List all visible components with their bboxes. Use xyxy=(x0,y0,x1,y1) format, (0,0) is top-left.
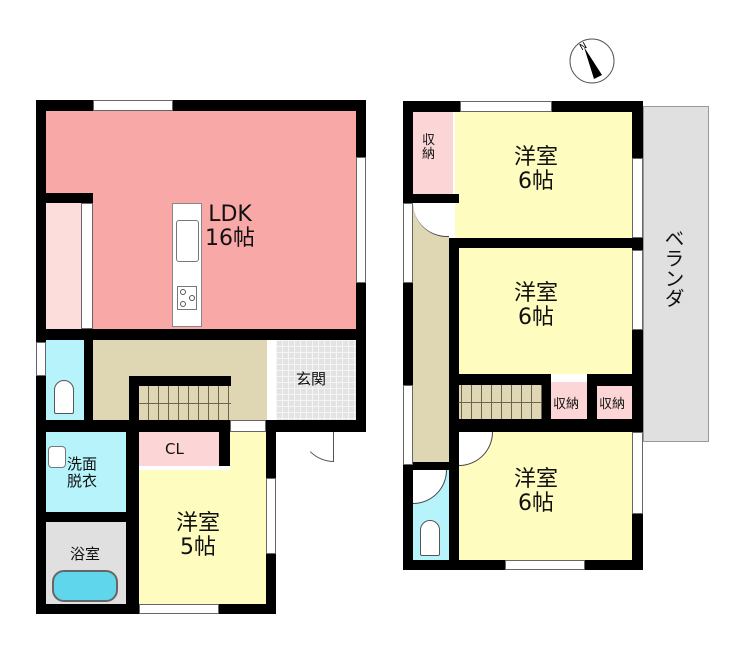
kitchen-counter xyxy=(172,203,202,327)
western-6c-label: 洋室 6帖 xyxy=(514,467,559,517)
entrance-door[interactable] xyxy=(300,428,334,462)
room-closet-cl xyxy=(139,432,219,466)
room-entrance xyxy=(276,340,356,420)
washroom-label: 洗面 脱衣 xyxy=(67,455,98,490)
window xyxy=(139,604,219,614)
ldk-label: LDK 16帖 xyxy=(205,202,255,252)
veranda-label: ベランダ xyxy=(661,228,685,308)
window xyxy=(632,432,643,514)
window xyxy=(632,158,643,238)
north-arrow-icon: N xyxy=(569,38,615,84)
window xyxy=(403,203,413,283)
window xyxy=(460,101,552,112)
bathtub-icon xyxy=(52,570,118,602)
room-western-5-upper xyxy=(230,432,266,472)
western-6b-label: 洋室 6帖 xyxy=(514,281,559,331)
compass: N xyxy=(568,37,616,85)
staircase-2f xyxy=(452,385,542,419)
stove-icon xyxy=(177,286,197,310)
room-storage-top xyxy=(413,112,453,194)
alcove-sliding-door xyxy=(81,203,93,329)
window xyxy=(93,100,173,111)
room-western-6a xyxy=(455,112,632,238)
window xyxy=(36,342,46,376)
toilet-icon xyxy=(54,380,74,414)
room-veranda xyxy=(643,106,709,442)
door-opening xyxy=(230,420,266,432)
window xyxy=(632,250,643,330)
storage-top-label: 収 納 xyxy=(422,133,436,163)
washbasin-icon xyxy=(48,446,66,468)
window xyxy=(356,157,366,283)
room-western-5 xyxy=(139,470,266,604)
window xyxy=(266,478,276,554)
storage-mid-2-label: 収納 xyxy=(599,397,626,412)
ldk-alcove xyxy=(46,203,82,329)
toilet-icon xyxy=(420,520,440,556)
window xyxy=(403,385,413,465)
western-5-label: 洋室 5帖 xyxy=(176,511,221,561)
room-hall-2f xyxy=(413,203,449,463)
room-western-6b xyxy=(459,248,632,374)
room-western-6c xyxy=(459,432,632,560)
bath-label: 浴室 xyxy=(70,545,101,563)
room-washroom xyxy=(46,432,126,512)
window xyxy=(505,560,585,570)
storage-mid-1-label: 収納 xyxy=(553,397,580,412)
svg-text:N: N xyxy=(578,41,589,53)
sink-icon xyxy=(176,220,199,262)
staircase-1f xyxy=(139,386,231,420)
entrance-label: 玄関 xyxy=(296,370,327,388)
western-6a-label: 洋室 6帖 xyxy=(514,145,559,195)
closet-label: CL xyxy=(165,440,184,458)
